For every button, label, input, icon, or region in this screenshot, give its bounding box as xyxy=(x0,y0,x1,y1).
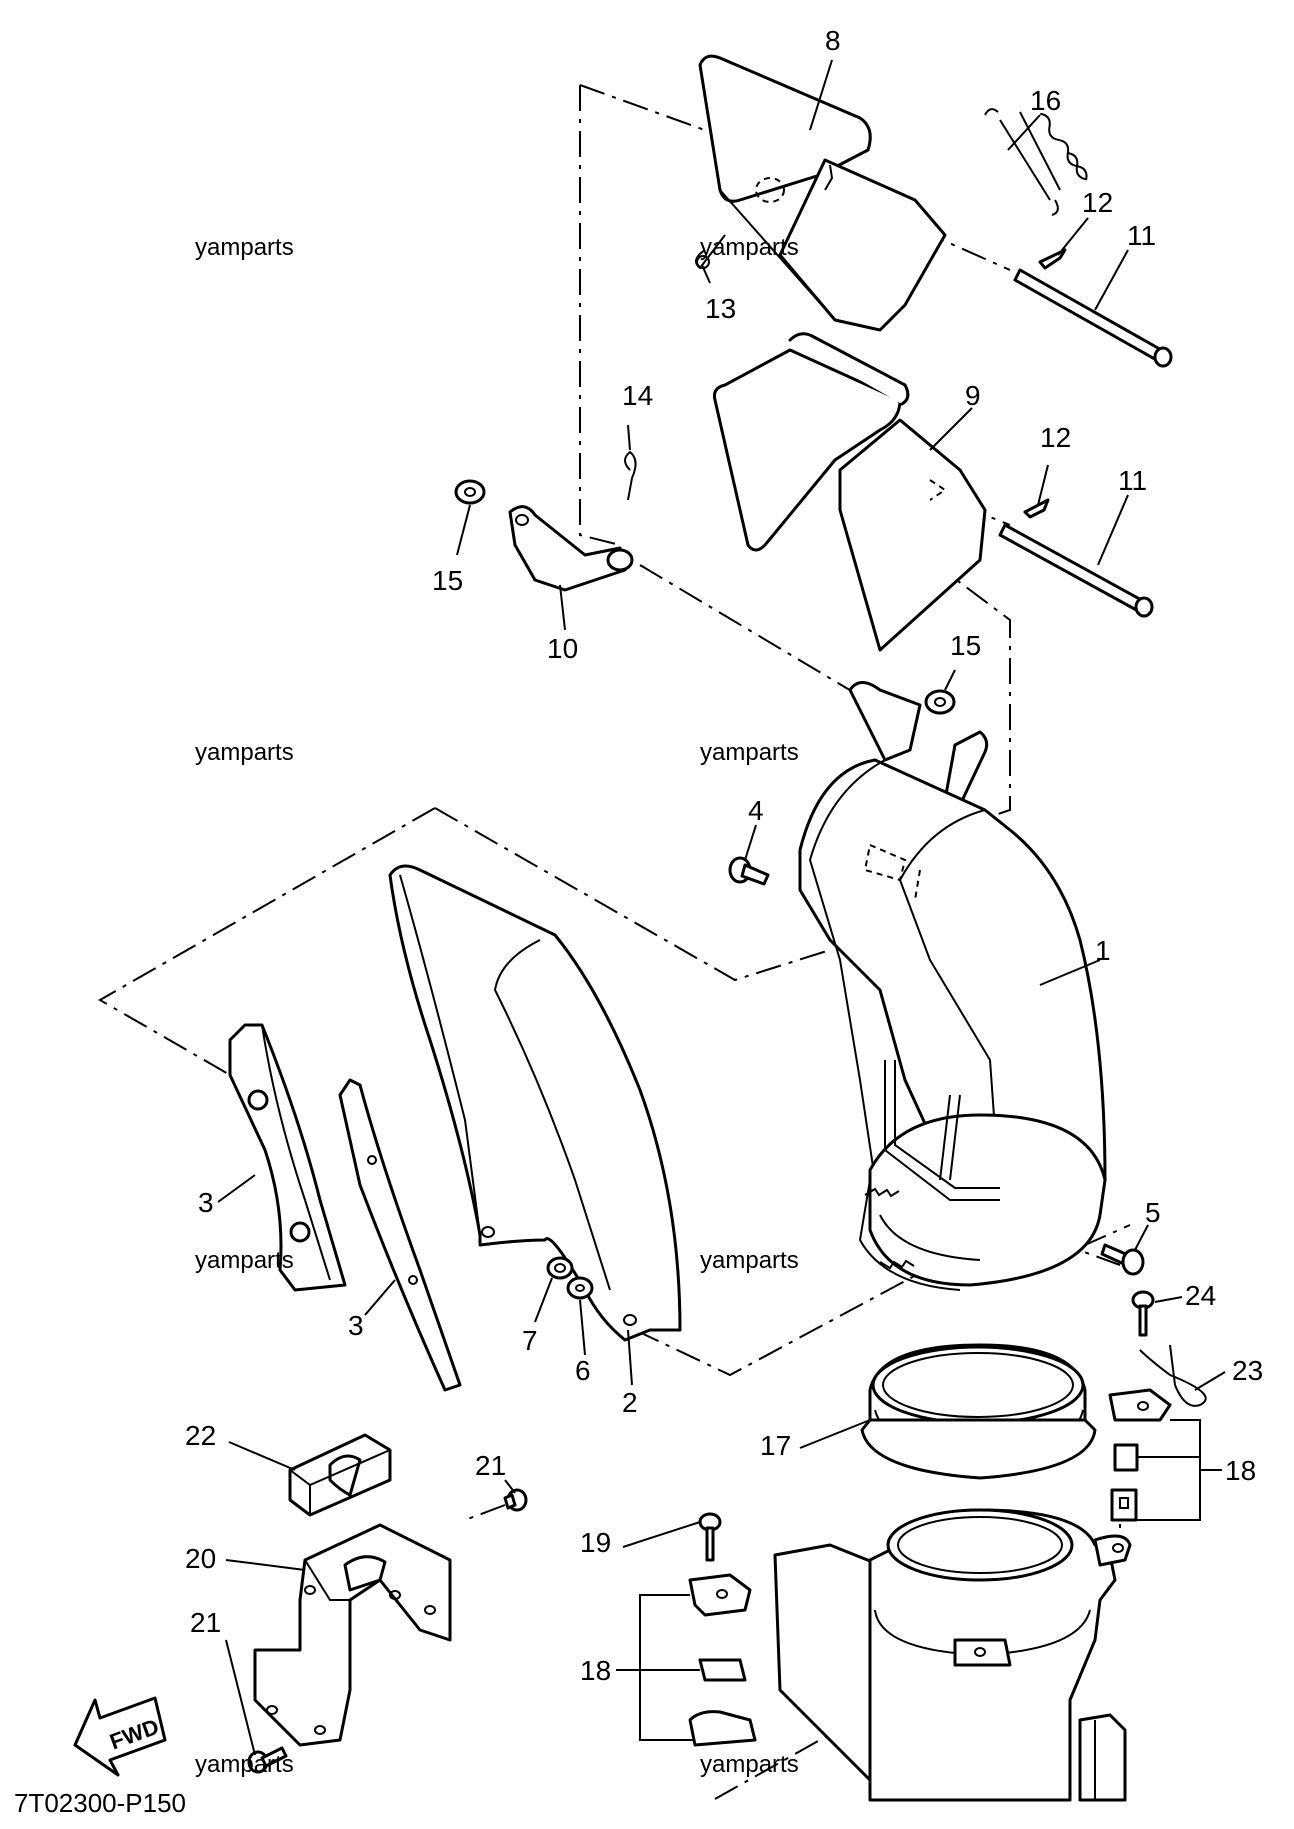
clip-14 xyxy=(624,450,637,501)
ring-17 xyxy=(860,1343,1097,1480)
callout-17: 17 xyxy=(760,1430,791,1461)
nut-7 xyxy=(546,1256,574,1280)
chute xyxy=(798,681,1107,1291)
washer-15 xyxy=(454,479,956,715)
chute-liner xyxy=(388,864,682,1342)
callout-14: 14 xyxy=(622,380,653,411)
washer-6 xyxy=(566,1276,594,1300)
callout-23: 23 xyxy=(1232,1355,1263,1386)
callout-24: 24 xyxy=(1185,1280,1216,1311)
callout-1: 1 xyxy=(1095,935,1111,966)
callout-18b: 18 xyxy=(580,1655,611,1686)
watermark: yamparts xyxy=(700,1247,799,1274)
bracket-20 xyxy=(253,1523,452,1747)
housing xyxy=(773,1508,1132,1802)
callout-9: 9 xyxy=(965,380,981,411)
diagram-code: 7T02300-P150 xyxy=(14,1788,186,1818)
bolt-24 xyxy=(1131,1290,1155,1337)
callout-12b: 12 xyxy=(1040,422,1071,453)
screw-21 xyxy=(247,1488,528,1774)
callout-4: 4 xyxy=(748,795,764,826)
spring xyxy=(984,108,1088,216)
callout-3a: 3 xyxy=(198,1187,214,1218)
callout-12a: 12 xyxy=(1082,187,1113,218)
callout-10: 10 xyxy=(547,633,578,664)
leader-lines xyxy=(217,59,1226,1756)
callout-15b: 15 xyxy=(950,630,981,661)
callout-7: 7 xyxy=(522,1325,538,1356)
callout-numbers: 1 2 3 3 4 5 6 7 8 9 10 11 11 12 12 13 14… xyxy=(185,25,1263,1686)
callout-16: 16 xyxy=(1030,85,1061,116)
deflector-upper xyxy=(698,54,947,332)
callout-22: 22 xyxy=(185,1420,216,1451)
callout-5: 5 xyxy=(1145,1197,1161,1228)
clamp-18-right xyxy=(1108,1388,1172,1522)
callout-21b: 21 xyxy=(190,1607,221,1638)
callout-15a: 15 xyxy=(432,565,463,596)
deflector-middle xyxy=(713,332,987,652)
strip-3-left xyxy=(228,1023,347,1292)
watermarks: yamparts yamparts yamparts yamparts yamp… xyxy=(195,234,799,1778)
watermark: yamparts xyxy=(700,739,799,766)
callout-3b: 3 xyxy=(348,1310,364,1341)
callout-20: 20 xyxy=(185,1543,216,1574)
block-22 xyxy=(288,1433,392,1517)
callout-19: 19 xyxy=(580,1527,611,1558)
watermark: yamparts xyxy=(700,1751,799,1778)
strip-3-right xyxy=(338,1078,462,1392)
wire-23 xyxy=(1139,1344,1207,1407)
callout-21a: 21 xyxy=(475,1450,506,1481)
bolt-5 xyxy=(1100,1243,1145,1276)
callout-18a: 18 xyxy=(1225,1455,1256,1486)
watermark: yamparts xyxy=(195,739,294,766)
bolt-19 xyxy=(698,1512,722,1562)
callout-11a: 11 xyxy=(1127,220,1156,251)
watermark: yamparts xyxy=(195,1751,294,1778)
clamp-18-lower xyxy=(688,1573,757,1747)
watermark: yamparts xyxy=(195,1247,294,1274)
bracket-10 xyxy=(508,505,634,592)
watermark: yamparts xyxy=(700,234,799,261)
callout-11b: 11 xyxy=(1118,465,1147,496)
rod-11 xyxy=(998,268,1173,618)
bolt-4 xyxy=(728,856,770,886)
callout-13: 13 xyxy=(705,293,736,324)
watermark: yamparts xyxy=(195,234,294,261)
forward-arrow-icon: FWD xyxy=(73,1696,167,1777)
callout-8: 8 xyxy=(825,25,841,56)
callout-6: 6 xyxy=(575,1355,591,1386)
callout-2: 2 xyxy=(622,1387,638,1418)
